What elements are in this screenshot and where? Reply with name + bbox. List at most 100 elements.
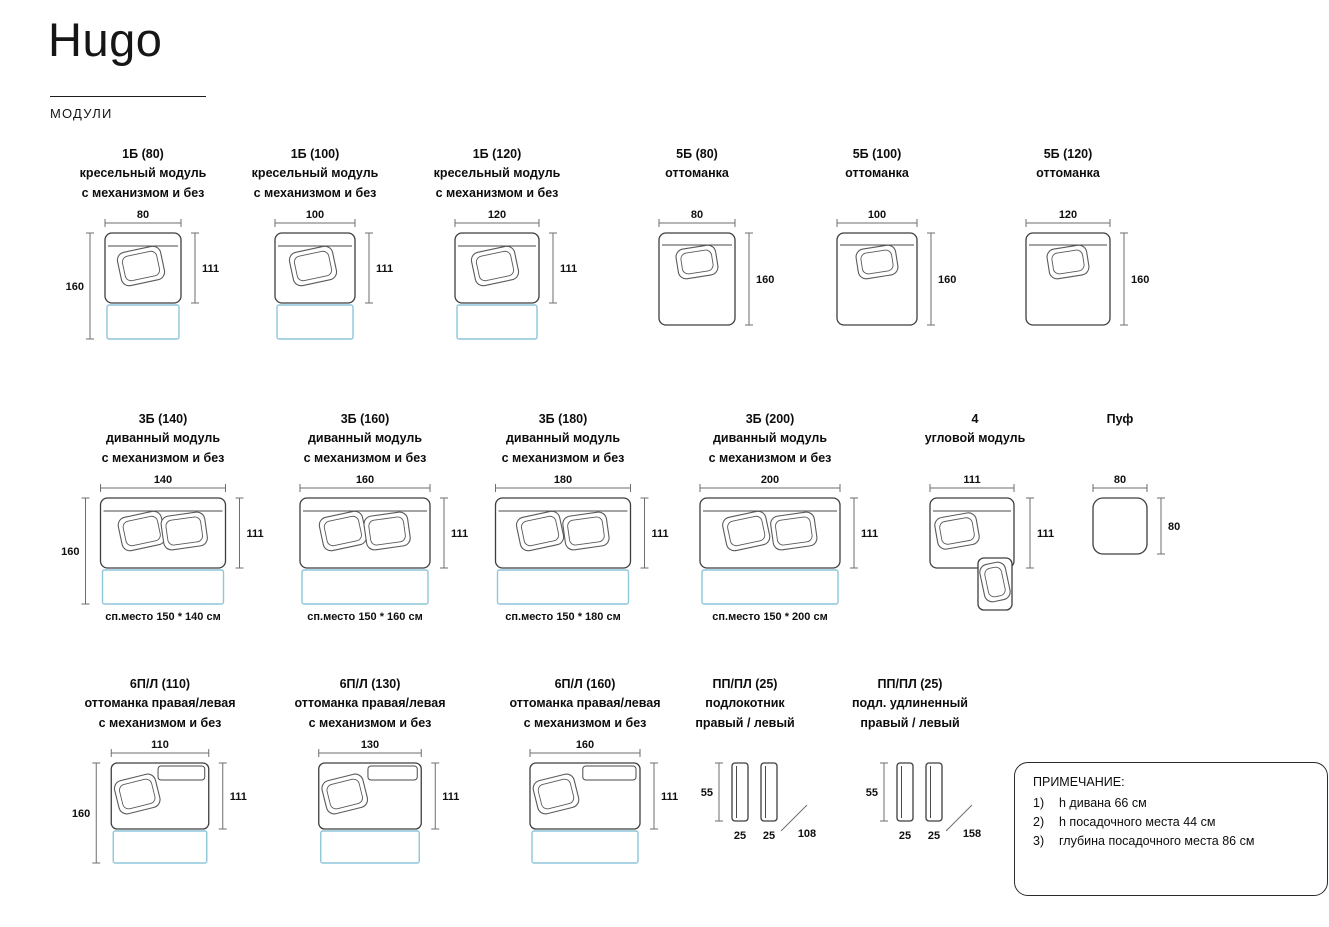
dimension-label: 100	[306, 209, 324, 221]
module-subtitle: с механизмом и без	[101, 450, 225, 465]
module-subtitle: с механизмом и без	[81, 185, 205, 200]
module-subtitle: подл. удлиненный	[851, 696, 968, 711]
note-item-number: 3)	[1033, 833, 1045, 848]
backrest-outline	[157, 765, 206, 781]
module-cell: 3Б (160) диванный модуль с механизмом и бе…	[250, 410, 480, 630]
pillow-sketch	[1046, 244, 1090, 280]
dimension-label: 108	[798, 828, 816, 840]
pillow-sketch	[770, 511, 818, 551]
mechanism-footprint	[701, 569, 839, 605]
module-code: 3Б (140)	[138, 412, 188, 426]
module-title: 3Б (160) диванный модуль с механизмом и бе…	[250, 410, 480, 472]
dimension-label: 200	[761, 474, 779, 486]
pillow-sketch	[116, 245, 166, 287]
dimension-label: 25	[899, 830, 911, 842]
note-item-number: 2)	[1033, 814, 1045, 829]
pillow-sketch	[288, 245, 338, 287]
dimension-label: 55	[701, 787, 713, 799]
module-subtitle: правый / левый	[860, 715, 960, 730]
module-subtitle: оттоманка правая/левая	[84, 696, 236, 711]
module-subtitle: оттоманка	[1036, 166, 1100, 181]
pillow-sketch	[470, 245, 520, 287]
module-subtitle: диванный модуль	[712, 431, 828, 446]
pillow-sketch	[515, 510, 565, 552]
module-code: 3Б (180)	[538, 412, 588, 426]
mechanism-footprint	[276, 304, 354, 340]
pillow-sketch	[934, 512, 980, 550]
module-subtitle: с механизмом и без	[303, 450, 427, 465]
module-subtitle: угловой модуль	[924, 431, 1026, 446]
module-subtitle: кресельный модуль	[251, 166, 379, 181]
module-subtitle: правый / левый	[695, 715, 795, 730]
module-title: 5Б (120)оттоманка	[953, 145, 1183, 207]
dimension-label: 111	[442, 791, 459, 803]
dimension-label: 25	[928, 830, 940, 842]
dimension-label: 80	[1168, 521, 1180, 533]
module-code: 4	[971, 412, 979, 426]
module-subtitle: с механизмом и без	[253, 185, 377, 200]
page-subtitle: МОДУЛИ	[50, 106, 113, 121]
mechanism-footprint	[101, 569, 225, 605]
dimension-label: 111	[661, 791, 678, 803]
dimension-label: 55	[866, 787, 878, 799]
module-subtitle: с механизмом и без	[708, 450, 832, 465]
module-code: 5Б (100)	[852, 147, 902, 161]
note-item: 1) h дивана 66 см	[1033, 794, 1311, 813]
dimension-label: 120	[488, 209, 506, 221]
sleeping-size-caption: сп.место 150 * 180 см	[505, 611, 620, 623]
pillow-sketch	[722, 510, 771, 552]
brand-underline	[50, 96, 206, 97]
armrest-outline	[760, 762, 778, 822]
module-subtitle: диванный модуль	[505, 431, 621, 446]
armrest-outline	[896, 762, 914, 822]
sleeping-size-caption: сп.место 150 * 140 см	[105, 611, 220, 623]
dimension-label: 25	[763, 830, 775, 842]
module-code: Пуф	[1106, 412, 1134, 426]
pillow-sketch	[532, 773, 580, 815]
pillow-sketch	[113, 773, 161, 815]
dimension-label: 160	[938, 274, 956, 286]
pillow-sketch	[979, 561, 1011, 603]
dimension-label: 80	[691, 209, 703, 221]
module-code: 3Б (160)	[340, 412, 390, 426]
mechanism-footprint	[320, 830, 420, 864]
backrest-outline	[367, 765, 418, 781]
backrest-outline	[582, 765, 637, 781]
module-subtitle: оттоманка	[665, 166, 729, 181]
module-code: 1Б (120)	[472, 147, 522, 161]
pillow-sketch	[562, 511, 610, 551]
note-item: 3) глубина посадочного места 86 см	[1033, 832, 1311, 851]
mechanism-footprint	[106, 304, 180, 340]
dimension-label: 100	[868, 209, 886, 221]
dimension-label: 80	[1114, 474, 1126, 486]
module-subtitle: с механизмом и без	[98, 715, 222, 730]
note-item-text: h дивана 66 см	[1059, 796, 1147, 810]
module-subtitle: диванный модуль	[307, 431, 423, 446]
note-item-text: глубина посадочного места 86 см	[1059, 833, 1255, 848]
pouf-outline	[1092, 497, 1148, 555]
dimension-label: 110	[151, 739, 169, 751]
module-code: 6П/Л (130)	[339, 677, 401, 691]
dimension-label: 111	[652, 528, 669, 540]
note-item-number: 1)	[1033, 796, 1045, 810]
armrest-outline	[925, 762, 943, 822]
module-subtitle: с механизмом и без	[435, 185, 559, 200]
dimension-label: 160	[61, 546, 79, 558]
dimension-label: 160	[356, 474, 374, 486]
